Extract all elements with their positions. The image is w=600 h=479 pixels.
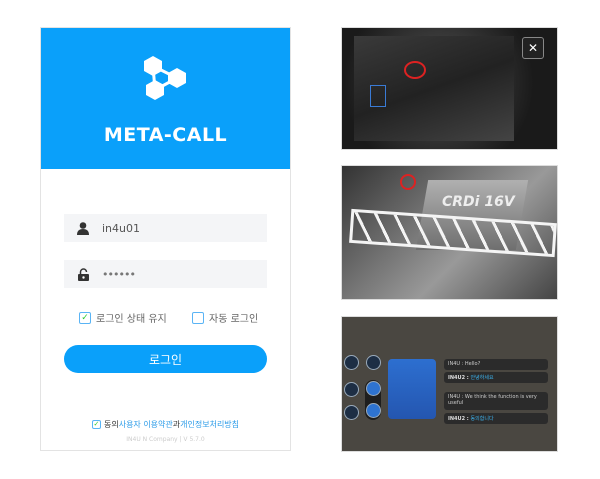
auto-login-checkbox[interactable]: 자동 로그인 — [192, 310, 258, 325]
username-value: in4u01 — [102, 221, 140, 235]
brand-header: META-CALL — [41, 28, 290, 169]
password-value: •••••• — [102, 267, 136, 281]
engine-ar-photo: CRDi 16V — [341, 165, 558, 300]
auto-login-label: 자동 로그인 — [209, 314, 259, 325]
chat-message: IN4U2 : 안녕하세요 — [444, 372, 548, 383]
lock-icon — [76, 267, 90, 281]
login-button[interactable]: 로그인 — [64, 345, 267, 373]
login-panel: META-CALL in4u01 •••••• ✓ 로그인 상태 유지 자동 로… — [40, 27, 291, 451]
user-icon — [76, 221, 90, 235]
version-text: IN4U N Company | V 5.7.0 — [126, 436, 205, 443]
translation-ui-photo: IN4U : Hello? IN4U2 : 안녕하세요 IN4U : We th… — [341, 316, 558, 452]
close-button[interactable]: ✕ — [522, 37, 544, 59]
remember-login-label: 로그인 상태 유지 — [96, 314, 167, 325]
agree-label: 동의 — [103, 420, 119, 429]
checkbox-empty-icon — [192, 311, 204, 324]
logo-icon — [144, 56, 186, 100]
terms-link[interactable]: 사용자 이용약관 — [118, 420, 173, 429]
app-title: META-CALL — [103, 124, 228, 146]
chat-message: IN4U : Hello? — [444, 359, 548, 370]
username-input[interactable]: in4u01 — [64, 214, 267, 242]
chat-message: IN4U : We think the function is very use… — [444, 392, 548, 410]
agree-checkbox[interactable]: ✓ — [91, 420, 101, 429]
agreement-row: ✓ 동의 사용자 이용약관 과 개인정보처리방침 — [41, 419, 290, 430]
checkbox-checked-icon: ✓ — [79, 311, 91, 324]
password-input[interactable]: •••••• — [64, 260, 267, 288]
engine-photo: ✕ — [341, 27, 558, 150]
and-label: 과 — [172, 420, 181, 429]
privacy-link[interactable]: 개인정보처리방침 — [180, 420, 240, 429]
remember-login-checkbox[interactable]: ✓ 로그인 상태 유지 — [79, 310, 167, 325]
chat-message: IN4U2 : 동의합니다 — [444, 413, 548, 424]
